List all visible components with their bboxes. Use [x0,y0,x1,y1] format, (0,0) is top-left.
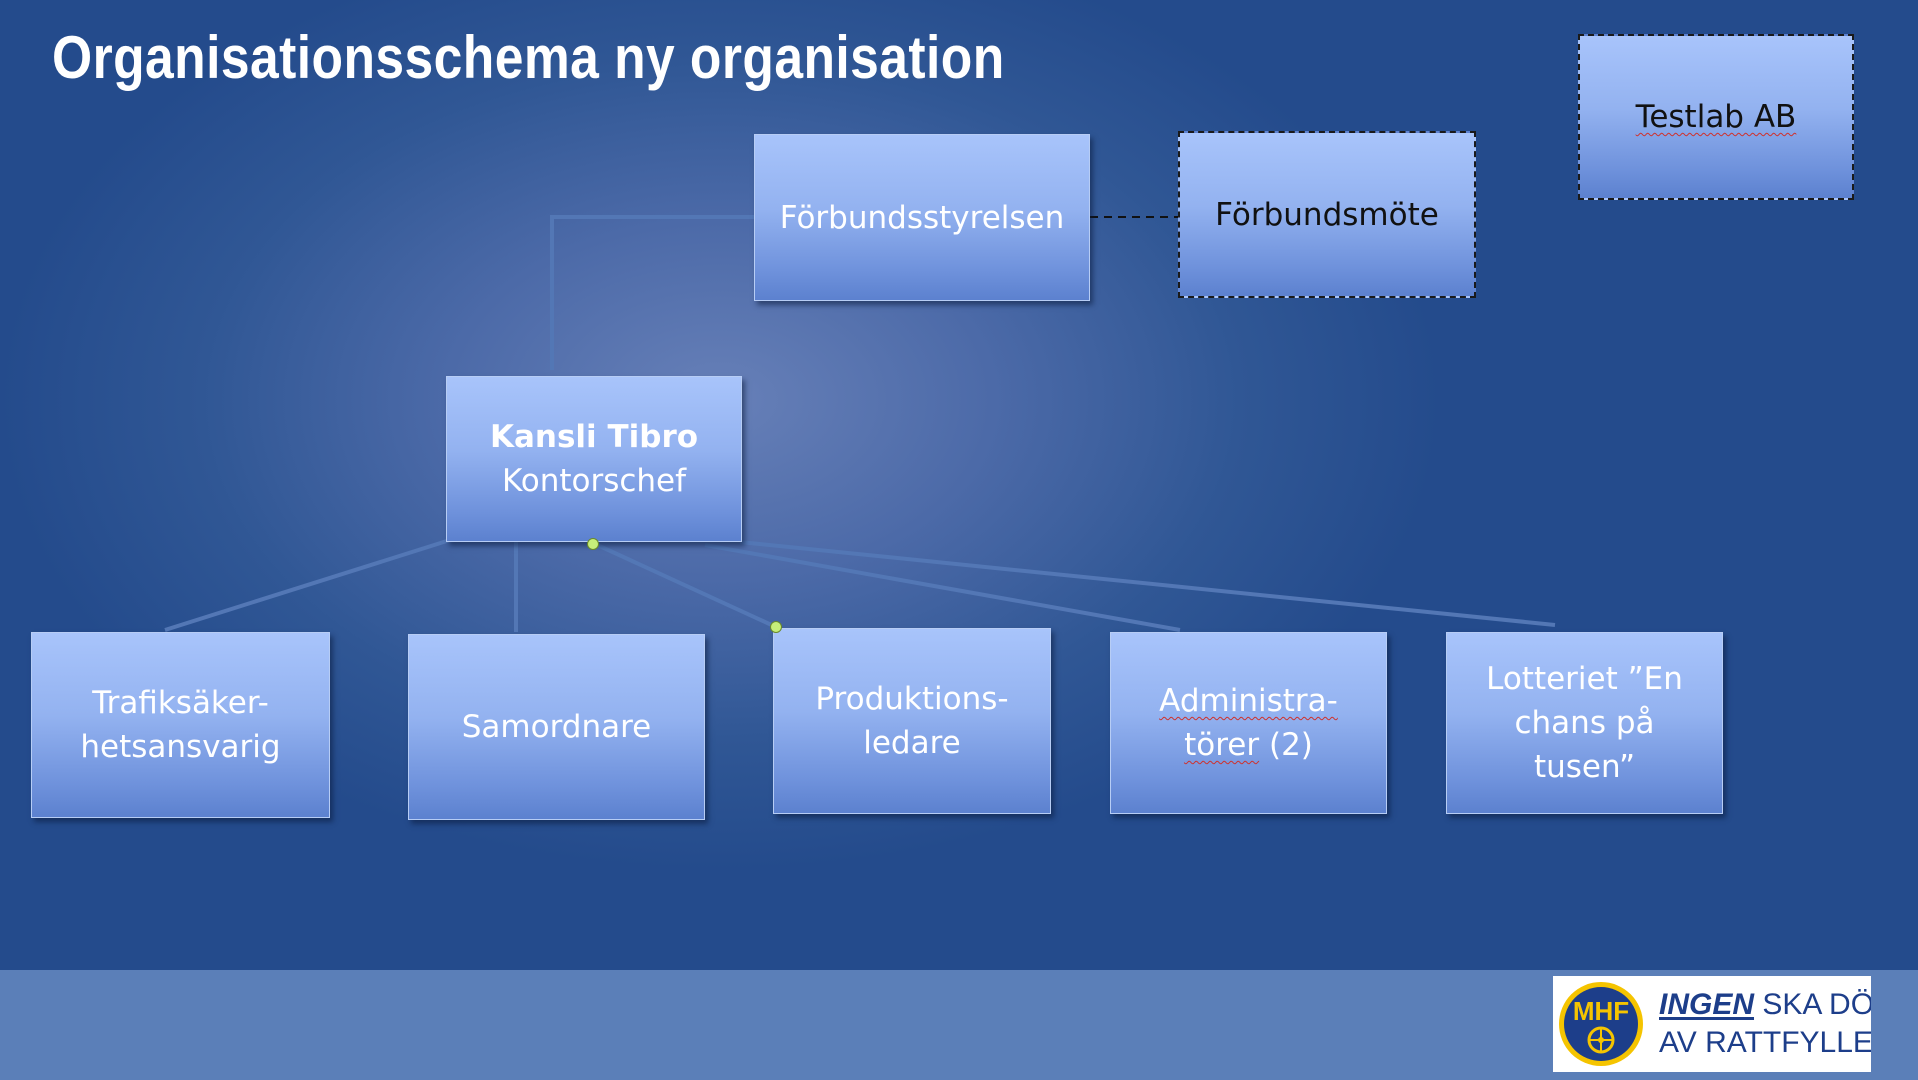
box-forbundsstyrelsen[interactable]: Förbundsstyrelsen [754,134,1090,301]
box-samordnare-label: Samordnare [461,709,652,745]
connector-handle-end[interactable] [770,621,782,633]
box-admin-line1: Administra- [1159,683,1338,719]
box-forbundsmote[interactable]: Förbundsmöte [1178,131,1476,298]
mhf-emblem-icon: MHF [1559,982,1643,1066]
slide-title[interactable]: Organisationsschema ny organisation [52,24,1005,91]
box-lotteriet-line3: tusen” [1533,749,1636,785]
box-testlab-label: Testlab AB [1635,99,1797,135]
box-trafik-line2: hetsansvarig [80,729,281,765]
box-trafiksakerhetsansvarig[interactable]: Trafiksäker- hetsansvarig [31,632,330,818]
mhf-logo: MHF INGEN SKA DÖ AV RATTFYLLERI [1553,976,1871,1072]
box-admin-line2: törer (2) [1184,727,1313,763]
box-forbundsmote-label: Förbundsmöte [1215,196,1439,233]
logo-slogan-line2: AV RATTFYLLERI [1659,1026,1871,1059]
logo-slogan-line1: INGEN SKA DÖ [1659,988,1871,1021]
box-administratorer[interactable]: Administra- törer (2) [1110,632,1387,814]
connector-kansli-lotteriet [739,540,1556,627]
box-produktionsledare[interactable]: Produktions- ledare [773,628,1051,814]
box-kansli-line2: Kontorschef [501,463,687,499]
box-produktion-line2: ledare [863,725,961,761]
box-produktion-line1: Produktions- [815,681,1009,717]
mhf-emblem-text: MHF [1573,996,1629,1026]
box-lotteriet[interactable]: Lotteriet ”En chans på tusen” [1446,632,1723,814]
box-kansli-tibro[interactable]: Kansli Tibro Kontorschef [446,376,742,542]
box-kansli-line1: Kansli Tibro [489,419,699,455]
box-samordnare[interactable]: Samordnare [408,634,705,820]
box-lotteriet-line1: Lotteriet ”En [1486,661,1683,697]
box-forbundsstyrelsen-label: Förbundsstyrelsen [779,199,1065,236]
connector-kansli-produktion [592,541,777,629]
connector-kansli-admin [704,543,1181,632]
box-testlab-ab[interactable]: Testlab AB [1578,34,1854,200]
connector-kansli-trafik [164,538,451,632]
logo-slogan: INGEN SKA DÖ AV RATTFYLLERI [1659,986,1871,1062]
box-lotteriet-line2: chans på [1514,705,1655,741]
connector-styrelsen-kansli [550,215,756,370]
connector-handle-start[interactable] [587,538,599,550]
box-trafik-line1: Trafiksäker- [92,685,269,721]
